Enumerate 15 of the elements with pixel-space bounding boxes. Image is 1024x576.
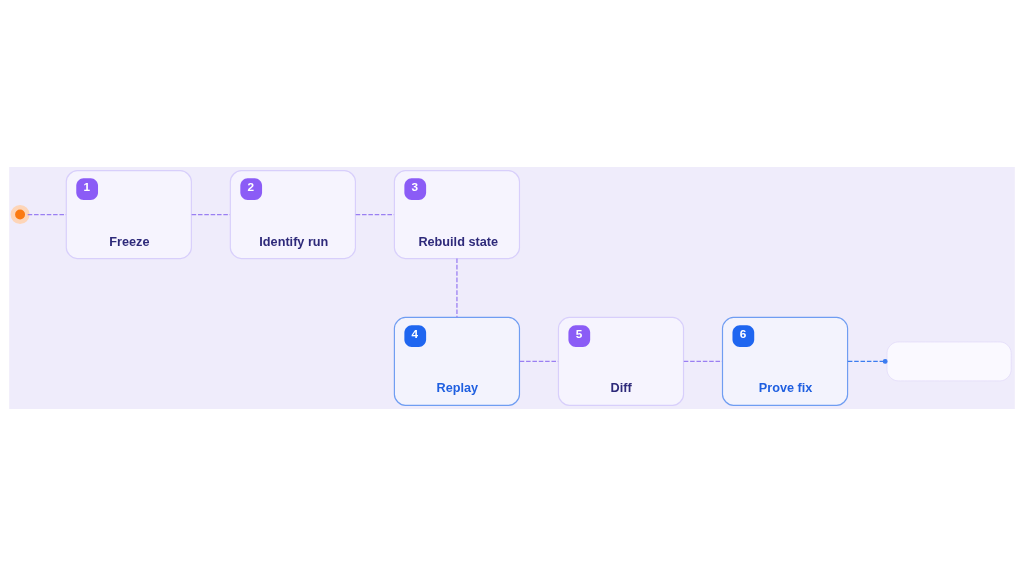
connector — [456, 257, 458, 318]
node-box: 2 Identify run — [229, 170, 356, 260]
node-box: 1 Freeze — [65, 170, 192, 260]
node-box: 3 Rebuild state — [393, 170, 521, 260]
node-box: 4 Replay — [393, 316, 521, 406]
node-box: 5 Diff — [557, 316, 685, 406]
node-box — [886, 341, 1012, 382]
connector — [683, 360, 723, 363]
connector — [191, 213, 231, 216]
connector — [847, 358, 888, 364]
connector — [519, 360, 559, 363]
connector — [27, 213, 67, 216]
node-box: 6 Prove fix — [721, 316, 849, 406]
node-circle — [10, 205, 30, 225]
connector — [355, 213, 395, 216]
